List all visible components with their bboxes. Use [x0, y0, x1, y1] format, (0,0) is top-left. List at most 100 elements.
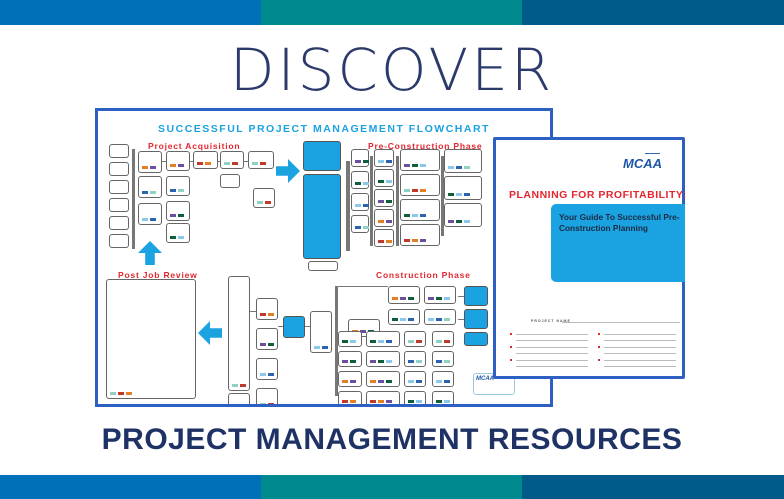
flowchart-box — [166, 176, 190, 196]
flowchart-chip — [444, 297, 450, 300]
flowchart-box — [308, 261, 338, 271]
form-line — [604, 353, 676, 354]
connector-line — [132, 149, 135, 249]
flowchart-box — [228, 276, 250, 391]
flowchart-chip — [252, 162, 258, 165]
flowchart-box — [432, 391, 454, 404]
flowchart-chip — [370, 380, 376, 383]
flowchart-chip — [428, 297, 434, 300]
connector-line — [346, 161, 350, 251]
flowchart-box — [220, 174, 240, 188]
flowchart-chip — [350, 340, 356, 343]
flowchart-chip — [386, 240, 392, 243]
flowchart-box — [388, 286, 420, 304]
section-construction: Construction Phase — [376, 270, 471, 280]
flowchart-chip — [420, 164, 426, 167]
flowchart-box — [166, 151, 190, 171]
section-post-job-review: Post Job Review — [118, 270, 198, 280]
flowchart-chip — [342, 360, 348, 363]
form-line — [604, 347, 676, 348]
connector-line — [244, 161, 248, 162]
connector-line — [370, 156, 373, 246]
mcaa-logo: MCAA — [623, 156, 662, 171]
flowchart-chip — [456, 220, 462, 223]
flowchart-chip — [178, 236, 184, 239]
footer-heading: PROJECT MANAGEMENT RESOURCES — [101, 423, 683, 456]
flowchart-chip — [436, 380, 442, 383]
flowchart-chip — [265, 201, 271, 204]
flowchart-box — [256, 328, 278, 350]
form-line — [604, 334, 676, 335]
arrow-left-icon — [198, 321, 222, 345]
flowchart-chip — [378, 340, 384, 343]
flowchart-chip — [404, 214, 410, 217]
flowchart-box — [253, 188, 275, 208]
flowchart-chip — [142, 218, 148, 221]
flowchart-chip — [350, 400, 356, 403]
flowchart-chip — [378, 380, 384, 383]
top-band-blue — [0, 0, 261, 25]
flowchart-box-highlight — [464, 309, 488, 329]
flowchart-chip — [378, 220, 384, 223]
flowchart-chip — [400, 318, 406, 321]
flowchart-box — [374, 189, 394, 207]
flowchart-chip — [142, 191, 148, 194]
flowchart-chip — [386, 180, 392, 183]
flowchart-chip — [178, 164, 184, 167]
form-line — [516, 340, 588, 341]
flowchart-box — [374, 209, 394, 227]
flowchart-box — [109, 216, 129, 230]
flowchart-box — [424, 309, 456, 325]
flowchart-chip — [404, 239, 410, 242]
flowchart-box — [351, 149, 369, 167]
form-line — [516, 334, 588, 335]
flowchart-chip — [178, 214, 184, 217]
flowchart-chip — [142, 166, 148, 169]
form-line — [516, 353, 588, 354]
flowchart-chip — [404, 189, 410, 192]
flowchart-box — [256, 298, 278, 320]
flowchart-box — [444, 149, 482, 173]
flowchart-chip — [342, 400, 348, 403]
flowchart-chip — [436, 340, 442, 343]
flowchart-chip — [126, 392, 132, 395]
flowchart-box — [256, 388, 278, 404]
bullet-icon — [598, 333, 600, 335]
flowchart-chip — [322, 346, 328, 349]
flowchart-box — [228, 393, 250, 404]
flowchart-chip — [240, 406, 246, 407]
flowchart-box — [351, 193, 369, 211]
flowchart-chip — [386, 340, 392, 343]
flowchart-chip — [436, 360, 442, 363]
flowchart-box — [338, 391, 362, 404]
flowchart-box — [109, 144, 129, 158]
flowchart-chip — [355, 182, 361, 185]
connector-line — [305, 326, 310, 327]
flowchart-chip — [464, 166, 470, 169]
flowchart-box — [248, 151, 274, 169]
flowchart-chip — [363, 226, 369, 229]
flowchart-chip — [378, 160, 384, 163]
flowchart-chip — [448, 193, 454, 196]
booklet-subtitle-panel: Your Guide To Successful Pre-Constructio… — [551, 204, 685, 282]
flowchart-chip — [240, 384, 246, 387]
flowchart-box — [338, 351, 362, 367]
flowchart-chip — [150, 191, 156, 194]
flowchart-chip — [355, 204, 361, 207]
connector-line — [458, 296, 464, 297]
flowchart-chip — [444, 400, 450, 403]
booklet-cover[interactable]: ▬▬▬▬▬ MCAA PLANNING FOR PROFITABILITY: Y… — [493, 137, 686, 379]
flowchart-box — [366, 391, 400, 404]
flowchart-chip — [314, 346, 320, 349]
flowchart-chip — [170, 189, 176, 192]
flowchart-chip — [416, 380, 422, 383]
flowchart-poster[interactable]: SUCCESSFUL PROJECT MANAGEMENT FLOWCHART … — [95, 108, 553, 407]
flowchart-box — [193, 151, 218, 169]
flowchart-chip — [363, 182, 369, 185]
flowchart-box — [138, 151, 162, 173]
flowchart-chip — [178, 189, 184, 192]
flowchart-chip — [436, 297, 442, 300]
flowchart-chip — [360, 330, 366, 333]
connector-line — [335, 286, 338, 396]
flowchart-box — [366, 331, 400, 347]
